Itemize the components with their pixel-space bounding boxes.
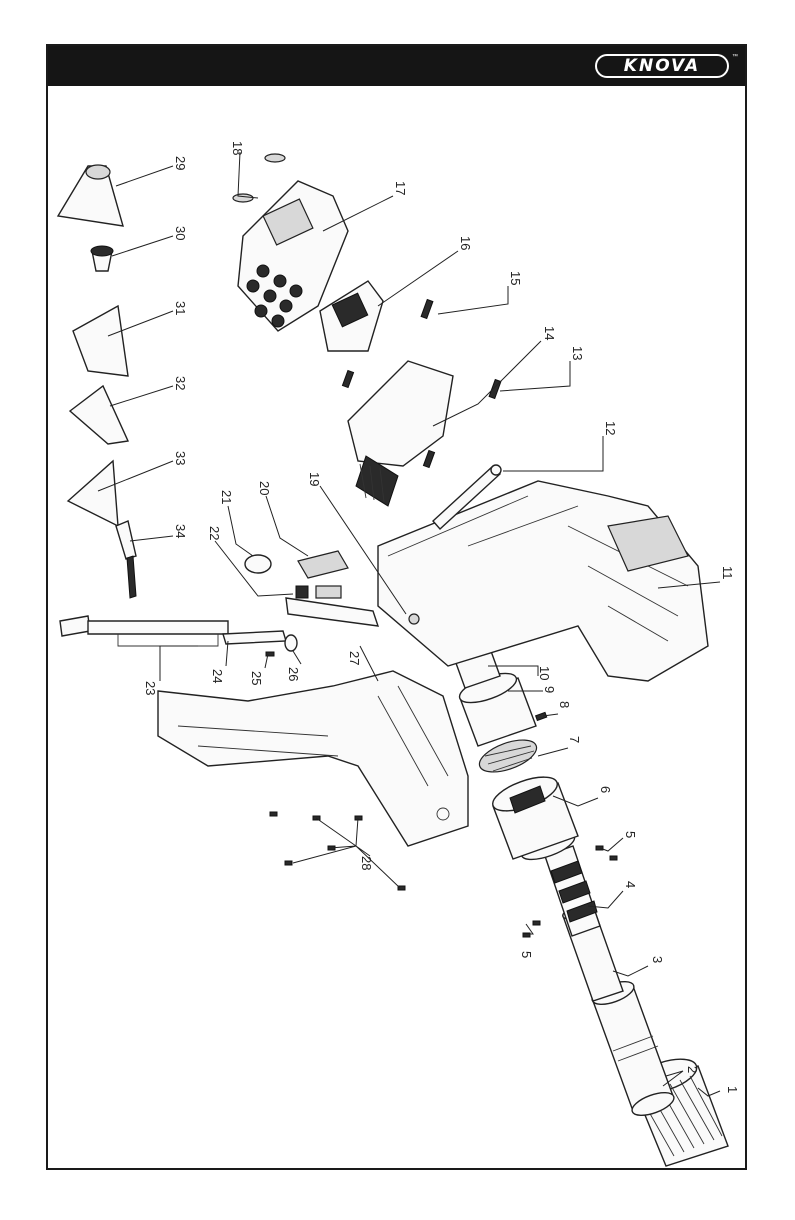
part-18-buttons — [233, 154, 285, 202]
part-23-power-cord — [60, 616, 228, 646]
callout-32: 32 — [173, 376, 188, 390]
callout-3: 3 — [650, 956, 665, 963]
callout-26: 26 — [286, 667, 301, 681]
part-20-switch — [298, 551, 348, 578]
callout-10: 10 — [537, 666, 552, 680]
part-11-housing-half — [378, 481, 708, 681]
callout-27: 27 — [347, 651, 362, 665]
callout-19: 19 — [307, 472, 322, 486]
part-16-display-module — [320, 281, 383, 351]
callout-9: 9 — [542, 686, 557, 693]
part-34-scraper-tool — [116, 521, 136, 598]
callout-1: 1 — [725, 1086, 740, 1093]
callout-8: 8 — [557, 701, 572, 708]
part-32-spoon-nozzle — [70, 386, 128, 444]
callout-15: 15 — [508, 271, 523, 285]
callout-30: 30 — [173, 226, 188, 240]
part-19-spring — [409, 614, 419, 624]
callout-34: 34 — [173, 524, 188, 538]
callout-17: 17 — [393, 181, 408, 195]
callout-33: 33 — [173, 451, 188, 465]
callout-21: 21 — [219, 490, 234, 504]
trademark-symbol: ™ — [732, 54, 738, 60]
callout-2: 2 — [685, 1066, 700, 1073]
callout-18: 18 — [230, 141, 245, 155]
part-8-screw — [536, 712, 547, 720]
exploded-parts-diagram: 1 2 3 4 5 5 6 7 8 9 10 11 12 13 14 15 16… — [48, 86, 745, 1168]
part-30-reducer-nozzle — [91, 246, 113, 271]
callout-31: 31 — [173, 301, 188, 315]
callout-11: 11 — [720, 566, 735, 580]
callout-20: 20 — [257, 481, 272, 495]
callout-28: 28 — [359, 856, 374, 870]
callout-4: 4 — [623, 881, 638, 888]
logo-text: KNOVA — [595, 55, 729, 77]
part-15-screw — [421, 300, 433, 319]
header-bar: KNOVA ™ — [48, 46, 745, 86]
callout-5a: 5 — [623, 831, 638, 838]
part-22-circuit-board — [286, 586, 378, 626]
callout-12: 12 — [603, 421, 618, 435]
callout-23: 23 — [143, 681, 158, 695]
part-26-clip — [285, 635, 297, 651]
part-14-heatsink-board — [348, 361, 453, 506]
part-29-flat-nozzle — [58, 165, 123, 226]
callout-5b: 5 — [519, 951, 534, 958]
callout-7: 7 — [567, 736, 582, 743]
callout-29: 29 — [173, 156, 188, 170]
callout-14: 14 — [542, 326, 557, 340]
callout-16: 16 — [458, 236, 473, 250]
callout-24: 24 — [210, 669, 225, 683]
page-frame: KNOVA ™ — [46, 44, 747, 1170]
part-31-scraper-nozzle — [73, 306, 128, 376]
callout-6: 6 — [598, 786, 613, 793]
part-24-strain-relief — [223, 631, 286, 644]
brand-logo: KNOVA ™ — [595, 54, 735, 79]
part-33-triangle-scraper — [68, 461, 118, 526]
callout-13: 13 — [570, 346, 585, 360]
callout-25: 25 — [249, 671, 264, 685]
part-21-knob — [245, 555, 271, 573]
callout-22: 22 — [207, 526, 222, 540]
